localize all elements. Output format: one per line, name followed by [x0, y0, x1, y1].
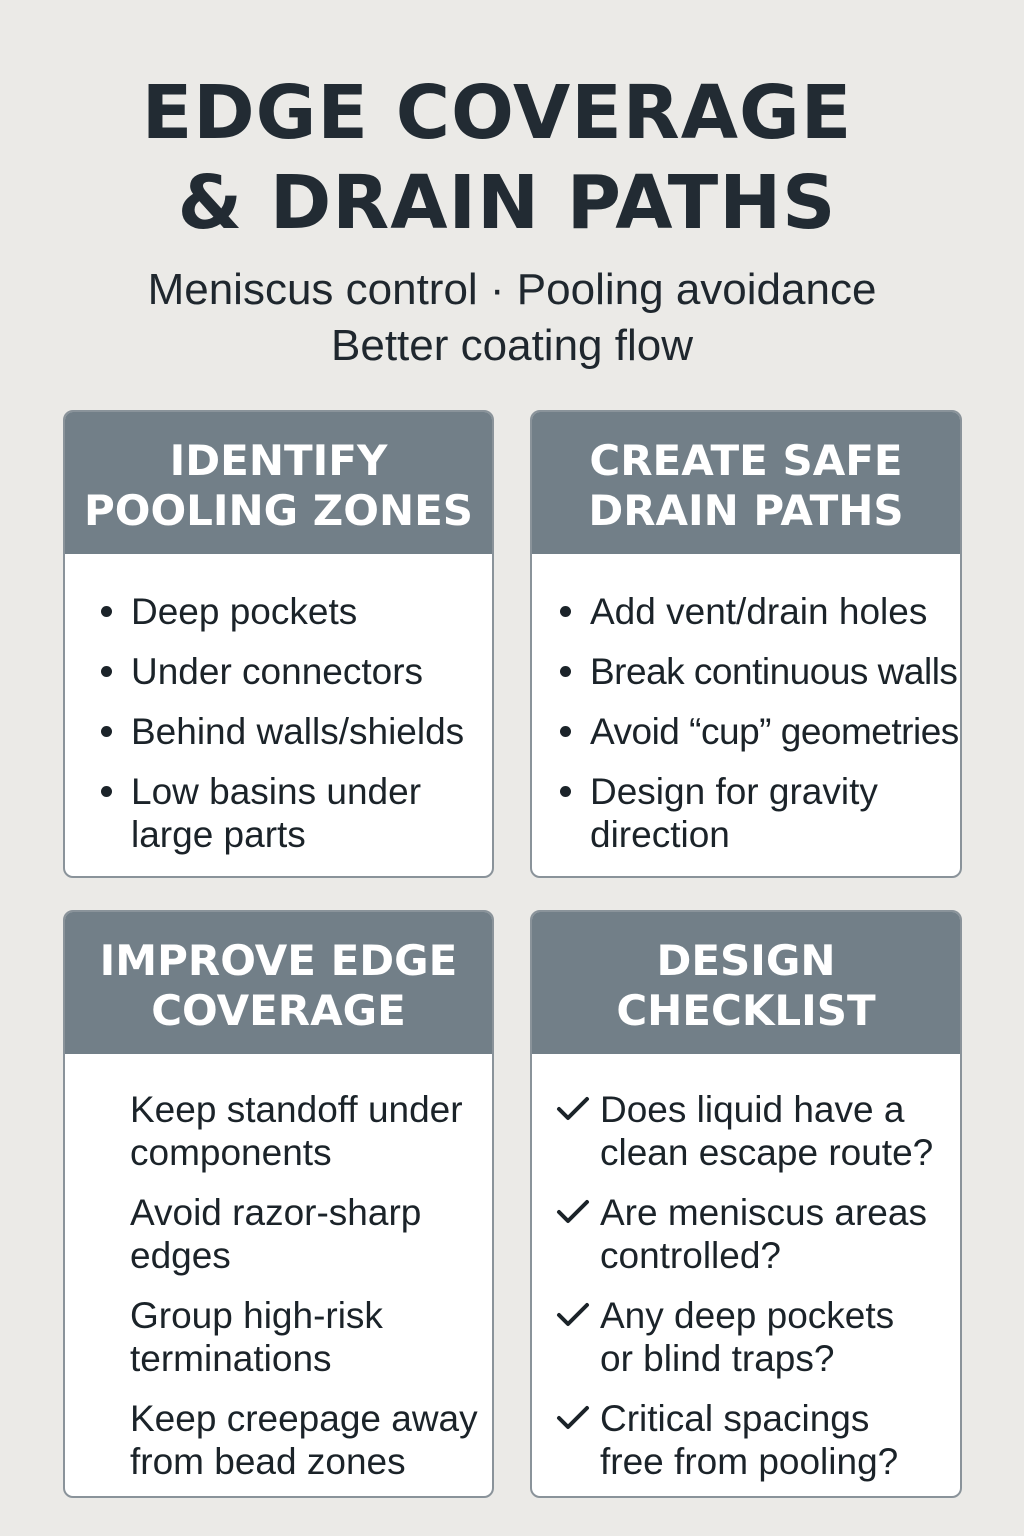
check-icon [557, 1303, 589, 1326]
list-item: Keep creepage away from bead zones [130, 1398, 478, 1482]
bullet-icon [101, 666, 112, 677]
card-design-checklist: DESIGN CHECKLIST Does liquid have a clea… [530, 910, 962, 1498]
list-item: Group high-risk terminations [130, 1295, 383, 1379]
checklist-item: Any deep pockets or blind traps? [557, 1294, 910, 1380]
subtitle-line-1: Meniscus control · Pooling avoidance [147, 265, 877, 314]
list-item: Break continuous walls [560, 650, 960, 693]
card-create-safe-drain-paths: CREATE SAFE DRAIN PATHS Add vent/drain h… [530, 410, 962, 878]
page-title: EDGE COVERAGE & DRAIN PATHS [0, 68, 1024, 248]
card-title-line-2: DRAIN PATHS [588, 486, 904, 535]
card-title-line-2: COVERAGE [151, 986, 406, 1035]
card-title-line-1: IMPROVE EDGE [99, 936, 458, 985]
card-improve-edge-coverage: IMPROVE EDGE COVERAGE Keep standoff unde… [63, 910, 494, 1498]
card-list: Add vent/drain holes Break continuous wa… [532, 554, 960, 856]
bullet-icon [101, 726, 112, 737]
check-icon [557, 1406, 589, 1429]
card-title-line-2: CHECKLIST [616, 986, 876, 1035]
title-line-2: & DRAIN PATHS [177, 160, 837, 246]
card-header: IMPROVE EDGE COVERAGE [65, 912, 492, 1054]
checklist-item: Does liquid have a clean escape route? [557, 1088, 945, 1174]
bullet-icon [560, 606, 571, 617]
card-header: CREATE SAFE DRAIN PATHS [532, 412, 960, 554]
subtitle: Meniscus control · Pooling avoidance Bet… [0, 262, 1024, 374]
checklist-item: Critical spacings free from pooling? [557, 1397, 920, 1483]
title-line-1: EDGE COVERAGE [141, 70, 853, 156]
list-item: Behind walls/shields [101, 710, 492, 753]
list-item: Avoid razor-sharp edges [130, 1192, 422, 1276]
card-list: Keep standoff under components Avoid raz… [65, 1054, 492, 1483]
check-icon [557, 1200, 589, 1223]
card-title-line-1: CREATE SAFE [589, 436, 903, 485]
card-title-line-1: DESIGN [656, 936, 836, 985]
list-item: Add vent/drain holes [560, 590, 960, 633]
bullet-icon [560, 726, 571, 737]
subtitle-line-2: Better coating flow [331, 321, 693, 370]
list-item: Deep pockets [101, 590, 492, 633]
bullet-icon [101, 606, 112, 617]
list-item: Keep standoff under components [130, 1089, 463, 1173]
bullet-icon [560, 666, 571, 677]
bullet-icon [101, 786, 112, 797]
checklist-item: Are meniscus areas controlled? [557, 1191, 940, 1277]
card-header: IDENTIFY POOLING ZONES [65, 412, 492, 554]
bullet-icon [560, 786, 571, 797]
list-item: Under connectors [101, 650, 492, 693]
check-icon [557, 1097, 589, 1120]
card-title-line-2: POOLING ZONES [83, 486, 474, 535]
list-item: Avoid “cup” geometries [560, 710, 960, 753]
card-list: Deep pockets Under connectors Behind wal… [65, 554, 492, 856]
card-title-line-1: IDENTIFY [169, 436, 388, 485]
card-identify-pooling-zones: IDENTIFY POOLING ZONES Deep pockets Unde… [63, 410, 494, 878]
card-header: DESIGN CHECKLIST [532, 912, 960, 1054]
list-item: Low basins under large parts [101, 770, 441, 856]
card-list: Does liquid have a clean escape route? A… [532, 1054, 960, 1483]
list-item: Design for gravity direction [560, 770, 910, 856]
